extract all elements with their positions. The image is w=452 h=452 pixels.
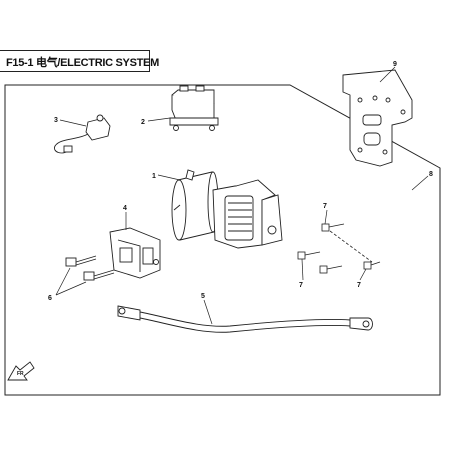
callout-1: 1 <box>152 173 156 180</box>
mounting-bracket <box>342 69 413 167</box>
title-box: F15-1 电气/ELECTRIC SYSTEM <box>0 50 159 72</box>
callout-3: 3 <box>54 117 58 124</box>
small-bolts <box>297 223 381 274</box>
page-title: F15-1 电气/ELECTRIC SYSTEM <box>6 57 159 69</box>
wired-switch <box>54 114 111 154</box>
callout-5: 5 <box>201 293 205 300</box>
winch <box>171 169 283 249</box>
bolts <box>65 255 115 281</box>
callout-9: 9 <box>393 61 397 68</box>
callout-4: 4 <box>123 205 127 212</box>
assembly-frame <box>4 84 441 396</box>
callout-6: 6 <box>48 295 52 302</box>
relay <box>169 85 219 131</box>
front-direction-icon <box>7 361 35 381</box>
fairlead-bracket <box>109 227 161 279</box>
cable <box>117 305 373 333</box>
callout-7c: 7 <box>357 282 361 289</box>
callout-2: 2 <box>141 119 145 126</box>
callout-8: 8 <box>429 171 433 178</box>
orientation-label: FR <box>17 371 24 377</box>
callout-7a: 7 <box>323 203 327 210</box>
callout-7b: 7 <box>299 282 303 289</box>
